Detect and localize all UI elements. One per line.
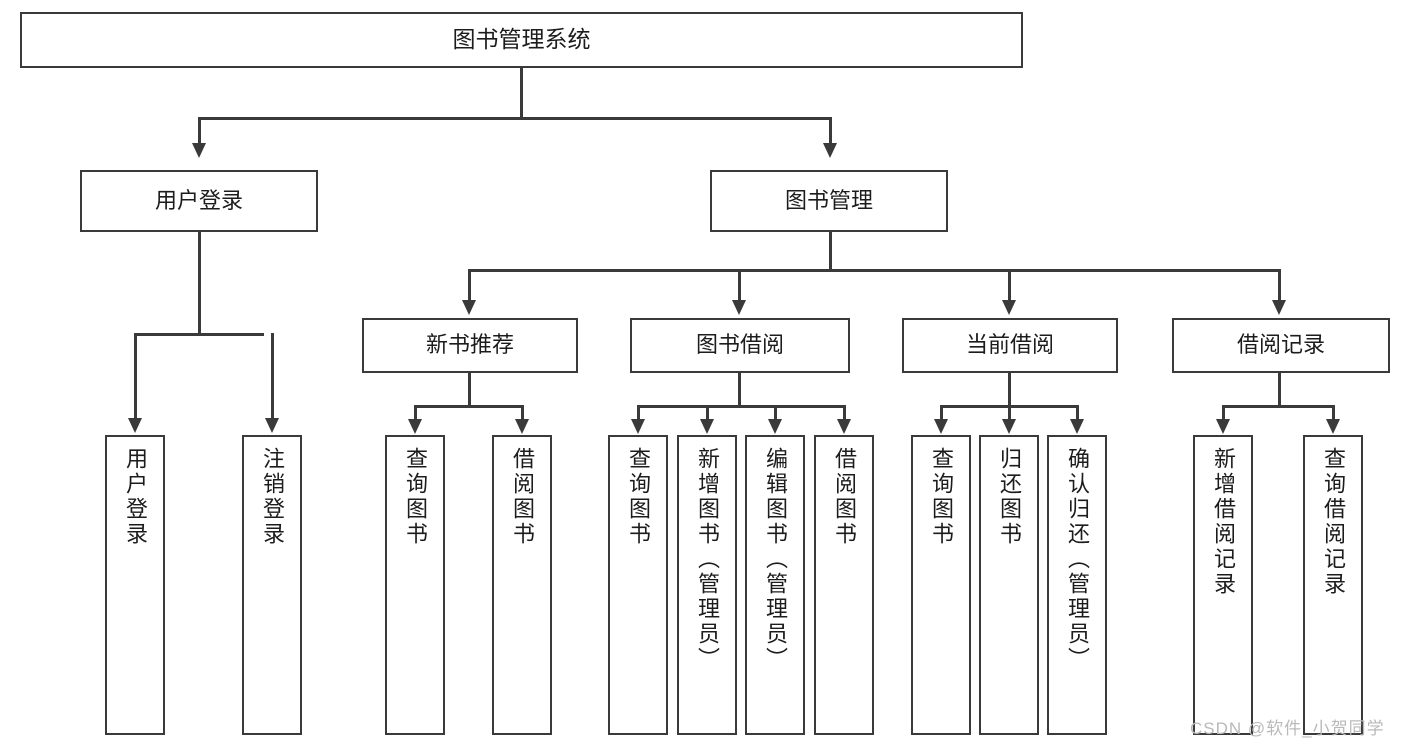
csdn-watermark: CSDN @软件_小贺同学: [1190, 719, 1385, 738]
connector-root-bus: [198, 117, 831, 120]
node-label: 图书管理系统: [452, 26, 591, 53]
leaf-user-login-logout[interactable]: 注销登录: [242, 435, 302, 735]
connector-nbr-bus: [414, 405, 524, 408]
leaf-current-borrow-confirm-return[interactable]: 确认归还（管理员）: [1047, 435, 1107, 735]
connector-br-drop-2: [1332, 405, 1335, 421]
node-label: 查询借阅记录: [1321, 447, 1346, 597]
node-label: 用户登录: [154, 187, 243, 213]
connector-bb-drop-4: [843, 405, 846, 421]
node-root-book-management-system[interactable]: 图书管理系统: [20, 12, 1023, 68]
node-label: 当前借阅: [965, 332, 1054, 358]
leaf-book-borrow-borrow[interactable]: 借阅图书: [814, 435, 874, 735]
connector-br-bus: [1222, 405, 1335, 408]
arrowhead-bb-leaf-3: [768, 419, 782, 434]
leaf-book-borrow-query[interactable]: 查询图书: [608, 435, 668, 735]
leaf-new-book-query[interactable]: 查询图书: [385, 435, 445, 735]
arrowhead-bb-leaf-2: [700, 419, 714, 434]
connector-bb-bus: [637, 405, 845, 408]
leaf-book-borrow-edit[interactable]: 编辑图书（管理员）: [745, 435, 805, 735]
node-label: 借阅记录: [1236, 332, 1325, 358]
node-book-management[interactable]: 图书管理: [710, 170, 948, 232]
node-label: 查询图书: [403, 447, 428, 547]
connector-root-drop-1: [198, 117, 201, 145]
node-label: 查询图书: [626, 447, 651, 547]
node-label: 查询图书: [929, 447, 954, 547]
arrowhead-cb-leaf-3: [1070, 419, 1084, 434]
leaf-borrow-record-query[interactable]: 查询借阅记录: [1303, 435, 1363, 735]
connector-user-login-bus: [134, 333, 264, 336]
arrowhead-nbr-leaf-1: [408, 419, 422, 434]
connector-book-management-stem: [829, 232, 832, 271]
arrowhead-cb-leaf-2: [1002, 419, 1016, 434]
node-label: 注销登录: [260, 447, 285, 547]
arrowhead-cb-leaf-1: [934, 419, 948, 434]
node-label: 借阅图书: [832, 447, 857, 547]
arrowhead-bb-leaf-1: [631, 419, 645, 434]
arrowhead-bb-leaf-4: [837, 419, 851, 434]
node-label: 编辑图书（管理员）: [763, 447, 788, 672]
connector-nbr-drop-1: [414, 405, 417, 421]
connector-cb-drop-1: [940, 405, 943, 421]
connector-bb-stem: [738, 373, 741, 407]
connector-br-drop-1: [1222, 405, 1225, 421]
node-label: 图书管理: [784, 187, 873, 213]
node-label: 新增借阅记录: [1211, 447, 1236, 597]
arrowhead-br-leaf-2: [1326, 419, 1340, 434]
connector-bb-drop-3: [774, 405, 777, 421]
connector-br-stem: [1278, 373, 1281, 407]
arrowhead-user-login-leaf-1: [128, 418, 142, 433]
connector-cb-stem: [1008, 373, 1011, 407]
arrowhead-to-book-management: [823, 143, 837, 158]
connector-bm-drop-4: [1278, 269, 1281, 302]
connector-root-stem: [520, 68, 523, 118]
connector-bm-drop-3: [1008, 269, 1011, 302]
leaf-current-borrow-return[interactable]: 归还图书: [979, 435, 1039, 735]
node-new-book-recommend[interactable]: 新书推荐: [362, 318, 578, 373]
arrowhead-to-book-borrow: [732, 300, 746, 315]
connector-bb-drop-1: [637, 405, 640, 421]
node-label: 确认归还（管理员）: [1065, 447, 1090, 672]
connector-cb-drop-3: [1076, 405, 1079, 421]
arrowhead-to-user-login: [192, 143, 206, 158]
connector-user-login-stem: [198, 232, 201, 334]
arrowhead-to-current-borrow: [1002, 300, 1016, 315]
connector-bm-drop-2: [738, 269, 741, 302]
node-label: 归还图书: [997, 447, 1022, 547]
node-book-borrow[interactable]: 图书借阅: [630, 318, 850, 373]
connector-nbr-stem: [468, 373, 471, 407]
connector-bm-drop-1: [468, 269, 471, 302]
node-label: 借阅图书: [510, 447, 535, 547]
connector-book-management-bus: [468, 269, 1280, 272]
connector-root-drop-2: [829, 117, 832, 145]
leaf-borrow-record-add[interactable]: 新增借阅记录: [1193, 435, 1253, 735]
node-label: 新增图书（管理员）: [695, 447, 720, 672]
leaf-new-book-borrow[interactable]: 借阅图书: [492, 435, 552, 735]
node-label: 图书借阅: [695, 332, 784, 358]
node-current-borrow[interactable]: 当前借阅: [902, 318, 1118, 373]
arrowhead-user-login-leaf-2: [265, 418, 279, 433]
connector-user-login-drop-2: [271, 333, 274, 420]
leaf-current-borrow-query[interactable]: 查询图书: [911, 435, 971, 735]
node-label: 用户登录: [123, 447, 148, 547]
connector-cb-drop-2: [1008, 405, 1011, 421]
arrowhead-nbr-leaf-2: [515, 419, 529, 434]
arrowhead-br-leaf-1: [1216, 419, 1230, 434]
node-label: 新书推荐: [425, 332, 514, 358]
arrowhead-to-new-book-recommend: [462, 300, 476, 315]
leaf-book-borrow-add[interactable]: 新增图书（管理员）: [677, 435, 737, 735]
node-borrow-record[interactable]: 借阅记录: [1172, 318, 1390, 373]
node-user-login[interactable]: 用户登录: [80, 170, 318, 232]
connector-bb-drop-2: [706, 405, 709, 421]
leaf-user-login-login[interactable]: 用户登录: [105, 435, 165, 735]
connector-user-login-drop-1: [134, 333, 137, 420]
connector-nbr-drop-2: [521, 405, 524, 421]
arrowhead-to-borrow-record: [1272, 300, 1286, 315]
